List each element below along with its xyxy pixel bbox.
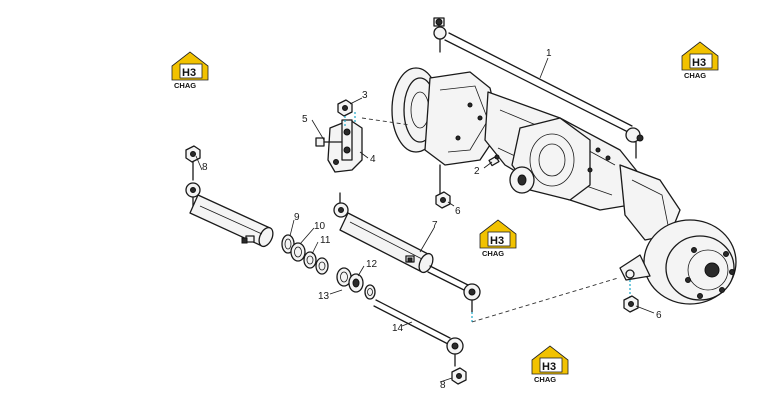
callout-3: 3 (362, 90, 368, 101)
bolt-item-5 (315, 137, 343, 147)
nut-item-6-right (623, 280, 639, 313)
svg-text:H3: H3 (490, 235, 504, 247)
assembly-leader (471, 277, 619, 323)
svg-text:CHAG: CHAG (482, 249, 504, 258)
steering-cylinder-left (185, 145, 274, 248)
svg-text:H3: H3 (182, 67, 196, 79)
svg-text:CHAG: CHAG (174, 81, 196, 90)
nut-item-3 (337, 99, 356, 128)
piston-rod (373, 299, 467, 385)
callout-8-lower: 8 (440, 380, 446, 391)
callout-6-right: 6 (656, 310, 662, 321)
axle-housing (391, 67, 737, 305)
steering-cylinder-right (333, 192, 481, 322)
callout-6-left: 6 (455, 206, 461, 217)
svg-text:H3: H3 (542, 361, 556, 373)
watermark-logo: H3 CHAG (531, 345, 569, 384)
seal-kit-upper (281, 234, 329, 275)
callout-10: 10 (314, 221, 326, 232)
watermark-logo: H3 CHAG (681, 41, 719, 80)
callout-7: 7 (432, 220, 438, 231)
nut-item-6-left (435, 191, 451, 209)
callout-4: 4 (370, 154, 376, 165)
callout-8-upper: 8 (202, 162, 208, 173)
callout-14: 14 (392, 323, 404, 334)
callout-11: 11 (320, 235, 331, 246)
watermark-logo: H3 CHAG (171, 51, 209, 90)
callout-labels: 1 2 3 4 5 6 6 7 8 8 9 10 11 12 13 14 (202, 48, 662, 391)
assembly-leader (361, 117, 411, 126)
seal-kit-lower (336, 267, 376, 300)
watermark-logo: H3 CHAG (479, 219, 517, 258)
bolt-item-2 (488, 154, 500, 167)
svg-text:H3: H3 (692, 57, 706, 69)
cylinder-bracket (327, 119, 363, 173)
svg-text:CHAG: CHAG (684, 71, 706, 80)
tie-rod-upper (433, 17, 644, 159)
callout-9: 9 (294, 212, 300, 223)
callout-1: 1 (546, 48, 552, 59)
callout-12: 12 (366, 259, 378, 270)
callout-leaders (195, 57, 655, 383)
callout-2: 2 (474, 166, 480, 177)
callout-5: 5 (302, 114, 308, 125)
svg-text:CHAG: CHAG (534, 375, 556, 384)
callout-13: 13 (318, 291, 330, 302)
